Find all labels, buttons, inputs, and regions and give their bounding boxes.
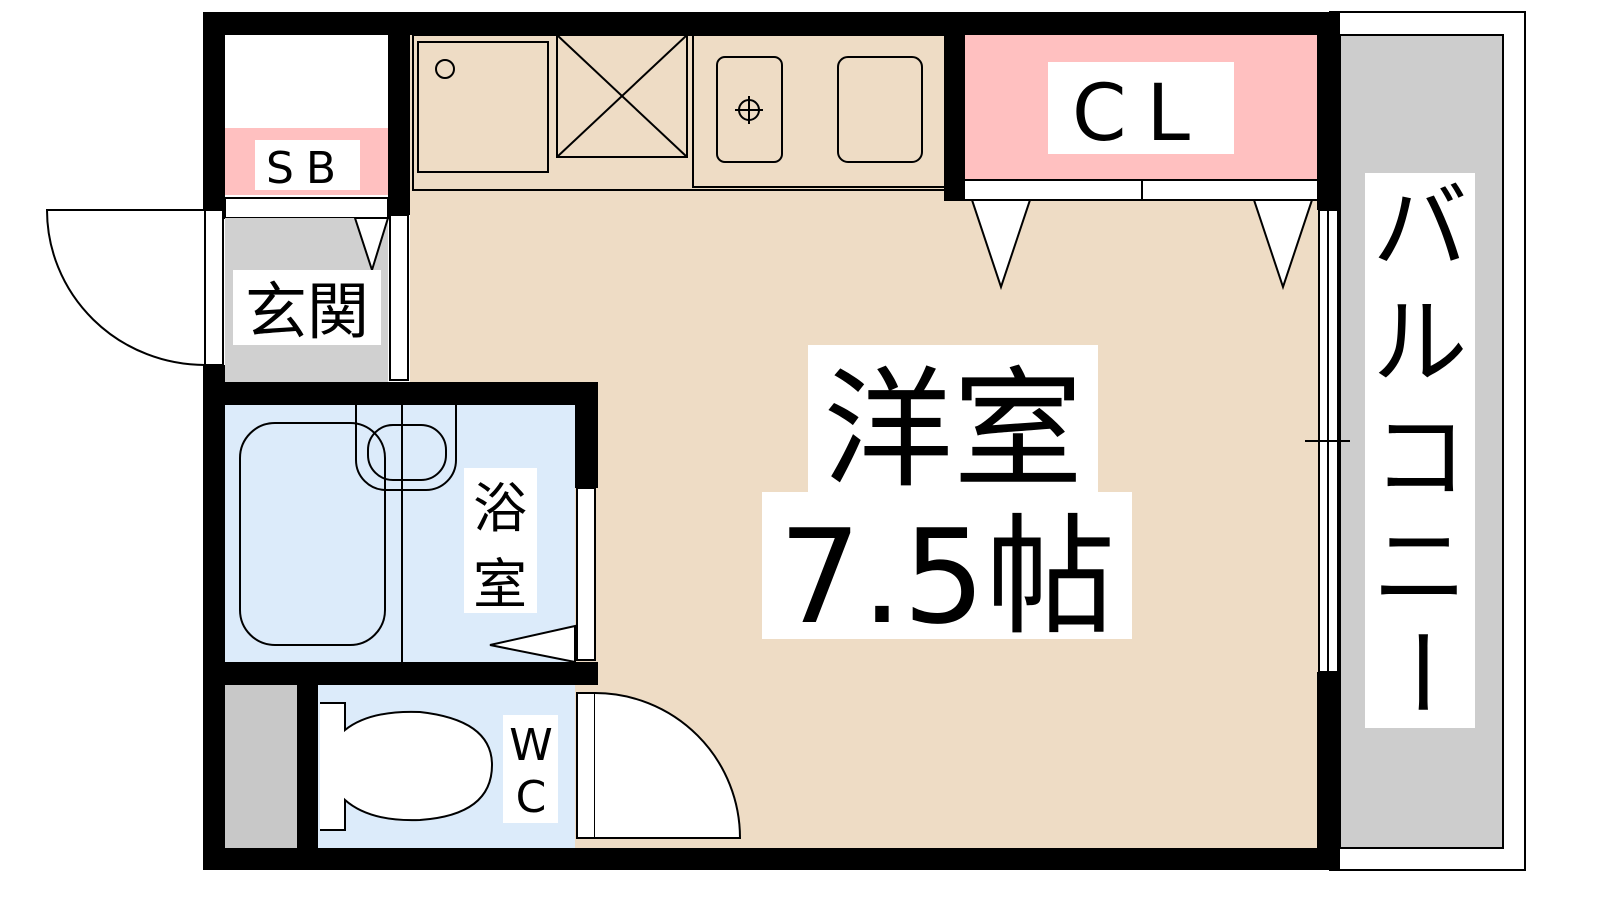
- balcony-char: ル: [1372, 288, 1467, 398]
- room-name: 洋室: [823, 354, 1083, 506]
- kitchen: [412, 34, 946, 191]
- toilet-label: W: [509, 720, 553, 771]
- stove-burner: [837, 56, 923, 163]
- balcony-char: ー: [1364, 624, 1474, 719]
- toilet-door[interactable]: [576, 692, 742, 839]
- bathroom: 浴 室: [225, 405, 596, 664]
- balcony-char: バ: [1372, 173, 1467, 283]
- shoe-box-label: SB: [266, 143, 348, 194]
- entrance: SB 玄関: [224, 128, 409, 382]
- bathtub: [239, 422, 386, 646]
- toilet-room: W C: [225, 685, 575, 848]
- balcony: [1329, 11, 1526, 871]
- western-room-label: 洋室 7.5帖: [762, 345, 1132, 653]
- walls: [203, 12, 1340, 870]
- entrance-label: 玄関: [245, 275, 369, 348]
- closet-label: CL: [1072, 69, 1210, 159]
- sink-unit: [417, 41, 549, 173]
- washbasin: [367, 424, 447, 481]
- balcony-char: ニ: [1372, 513, 1467, 623]
- room-size: 7.5帖: [779, 501, 1116, 653]
- toilet-bowl: [320, 702, 494, 831]
- balcony-label: バ ル コ ニ ー: [1364, 173, 1474, 720]
- bathroom-label: 室: [473, 553, 527, 616]
- bathroom-label: 浴: [473, 477, 527, 540]
- entrance-door[interactable]: [45, 209, 224, 366]
- balcony-char: コ: [1372, 403, 1467, 513]
- toilet-label: C: [516, 772, 547, 823]
- stove-burner: [716, 56, 783, 163]
- balcony-window[interactable]: [1305, 209, 1350, 673]
